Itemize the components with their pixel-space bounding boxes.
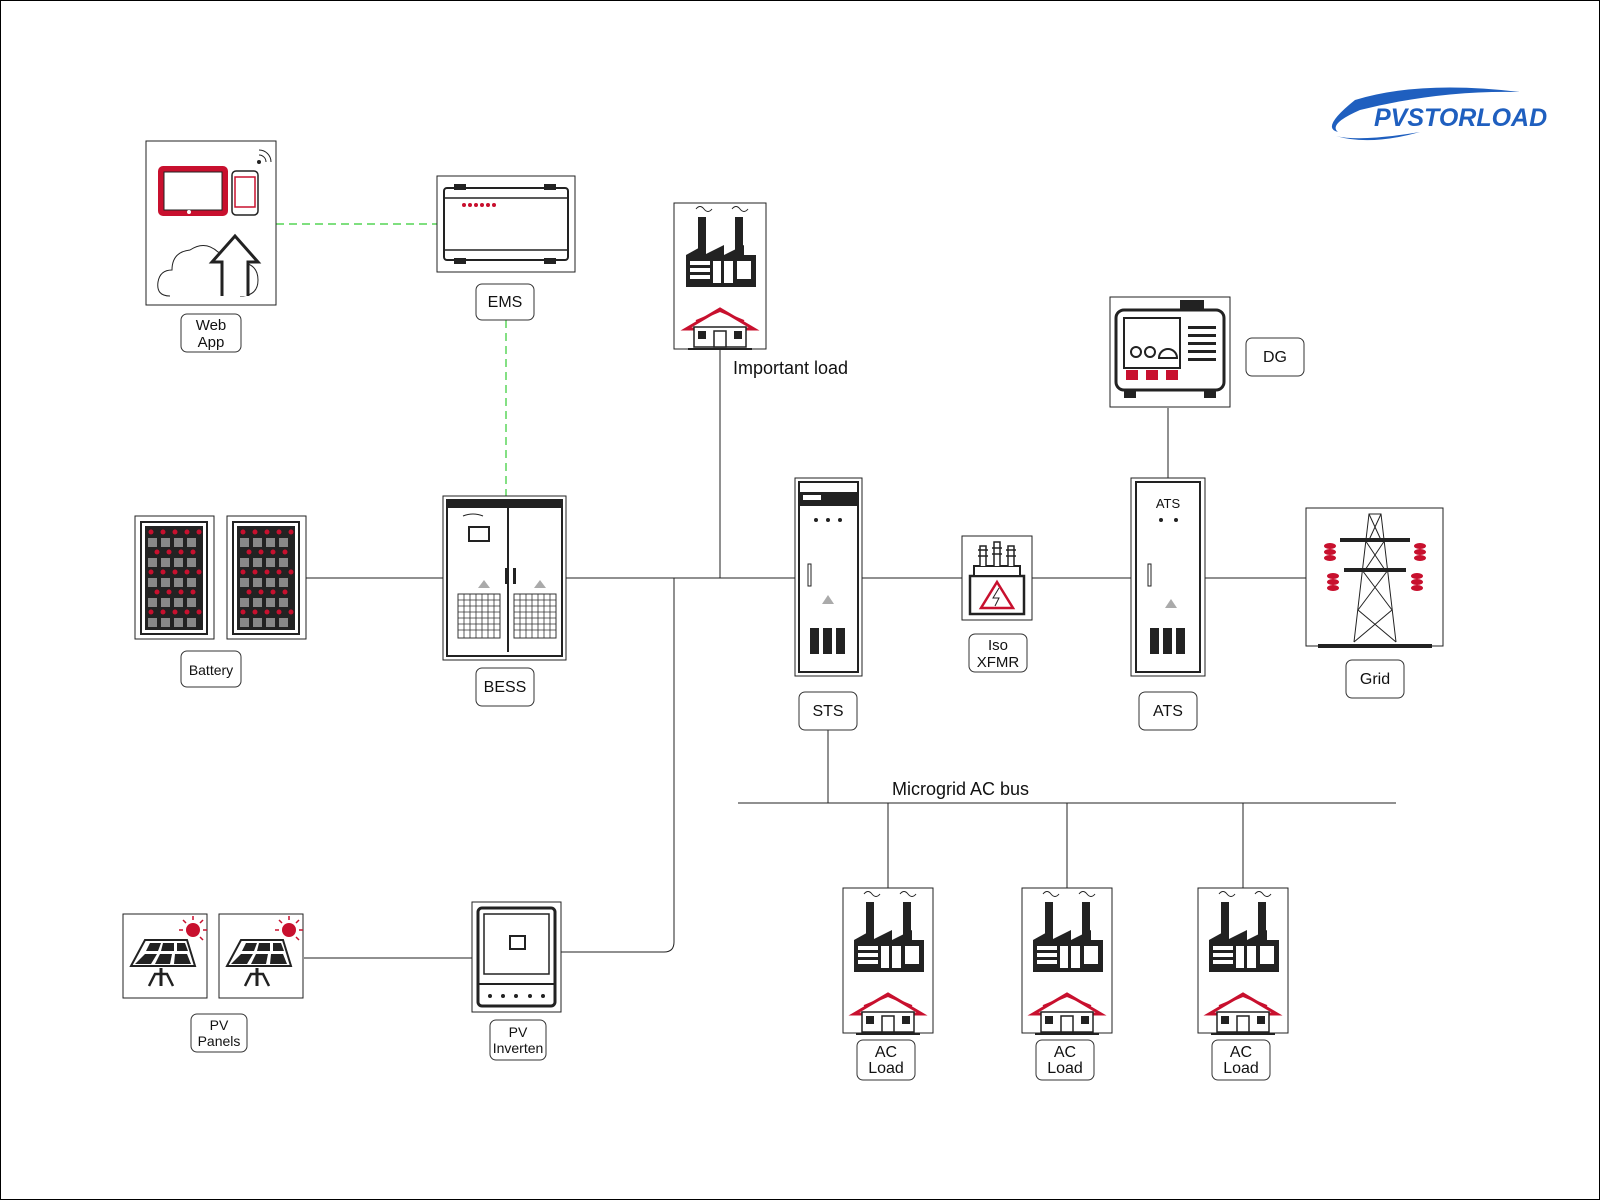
ac-load-2-label-2: Load	[1047, 1060, 1083, 1077]
tablet-icon	[158, 166, 228, 216]
brand-logo: PVSTORLOAD	[1331, 87, 1547, 141]
bess-label: BESS	[484, 679, 527, 696]
ac-load-3-label-2: Load	[1223, 1060, 1259, 1077]
wifi-icon	[257, 149, 272, 164]
battery-rack-icon-2	[232, 521, 300, 635]
cloud-upload-icon	[157, 233, 262, 297]
pv-inverter-node[interactable]: PV Inverten	[471, 901, 562, 1061]
dg-node[interactable]: DG	[1109, 296, 1305, 408]
web-app-node[interactable]: Web App	[145, 140, 277, 353]
logo-text: PVSTORLOAD	[1374, 104, 1547, 132]
bess-node[interactable]: BESS	[442, 495, 567, 707]
dg-label: DG	[1263, 349, 1287, 366]
sts-node[interactable]: STS	[794, 477, 863, 731]
grid-node[interactable]: Grid	[1305, 507, 1444, 699]
ats-cabinet-icon: ATS	[1135, 481, 1201, 673]
ats-node[interactable]: ATS ATS	[1130, 477, 1206, 731]
microgrid-ac-bus-label: Microgrid AC bus	[892, 779, 1029, 799]
ems-controller-icon	[443, 184, 569, 264]
grid-label: Grid	[1360, 671, 1390, 688]
pv-panels-label-2: Panels	[198, 1033, 241, 1049]
ac-load-1-label-2: Load	[868, 1060, 904, 1077]
ac-load-3-node[interactable]: AC Load	[1197, 887, 1289, 1081]
ems-label: EMS	[488, 294, 523, 311]
iso-xfmr-label-2: XFMR	[977, 654, 1020, 671]
important-load-label: Important load	[733, 358, 848, 378]
web-app-label-2: App	[198, 334, 225, 351]
battery-node[interactable]: Battery	[134, 515, 307, 688]
iso-xfmr-node[interactable]: Iso XFMR	[961, 535, 1033, 673]
pv-panels-label-1: PV	[210, 1017, 229, 1033]
battery-label: Battery	[189, 662, 233, 678]
pv-panels-node[interactable]: PV Panels	[122, 913, 305, 1053]
iso-xfmr-label-1: Iso	[988, 637, 1008, 654]
ac-load-1-node[interactable]: AC Load	[842, 887, 934, 1081]
inverter-icon	[476, 906, 557, 1008]
ats-label: ATS	[1153, 703, 1183, 720]
sts-label: STS	[812, 703, 843, 720]
ems-node[interactable]: EMS	[436, 175, 576, 321]
battery-rack-icon-1	[140, 521, 208, 635]
wire-pv-inverter	[561, 578, 675, 953]
bess-cabinet-icon	[446, 499, 563, 657]
power-wires	[304, 350, 1396, 959]
important-load-node[interactable]: Important load	[673, 202, 848, 378]
comm-links	[276, 223, 507, 496]
ats-panel-text: ATS	[1156, 496, 1181, 511]
transformer-icon	[968, 541, 1026, 616]
sts-cabinet-icon	[798, 481, 859, 673]
generator-icon	[1114, 300, 1226, 398]
pv-inverter-label-2: Inverten	[493, 1040, 544, 1056]
pv-inverter-label-1: PV	[509, 1024, 528, 1040]
ac-load-2-node[interactable]: AC Load	[1021, 887, 1113, 1081]
ac-load-2-label-1: AC	[1054, 1044, 1076, 1061]
transmission-tower-icon	[1318, 513, 1432, 648]
web-app-label-1: Web	[196, 317, 227, 334]
ac-load-1-label-1: AC	[875, 1044, 897, 1061]
phone-icon	[231, 170, 259, 216]
ac-load-3-label-1: AC	[1230, 1044, 1252, 1061]
